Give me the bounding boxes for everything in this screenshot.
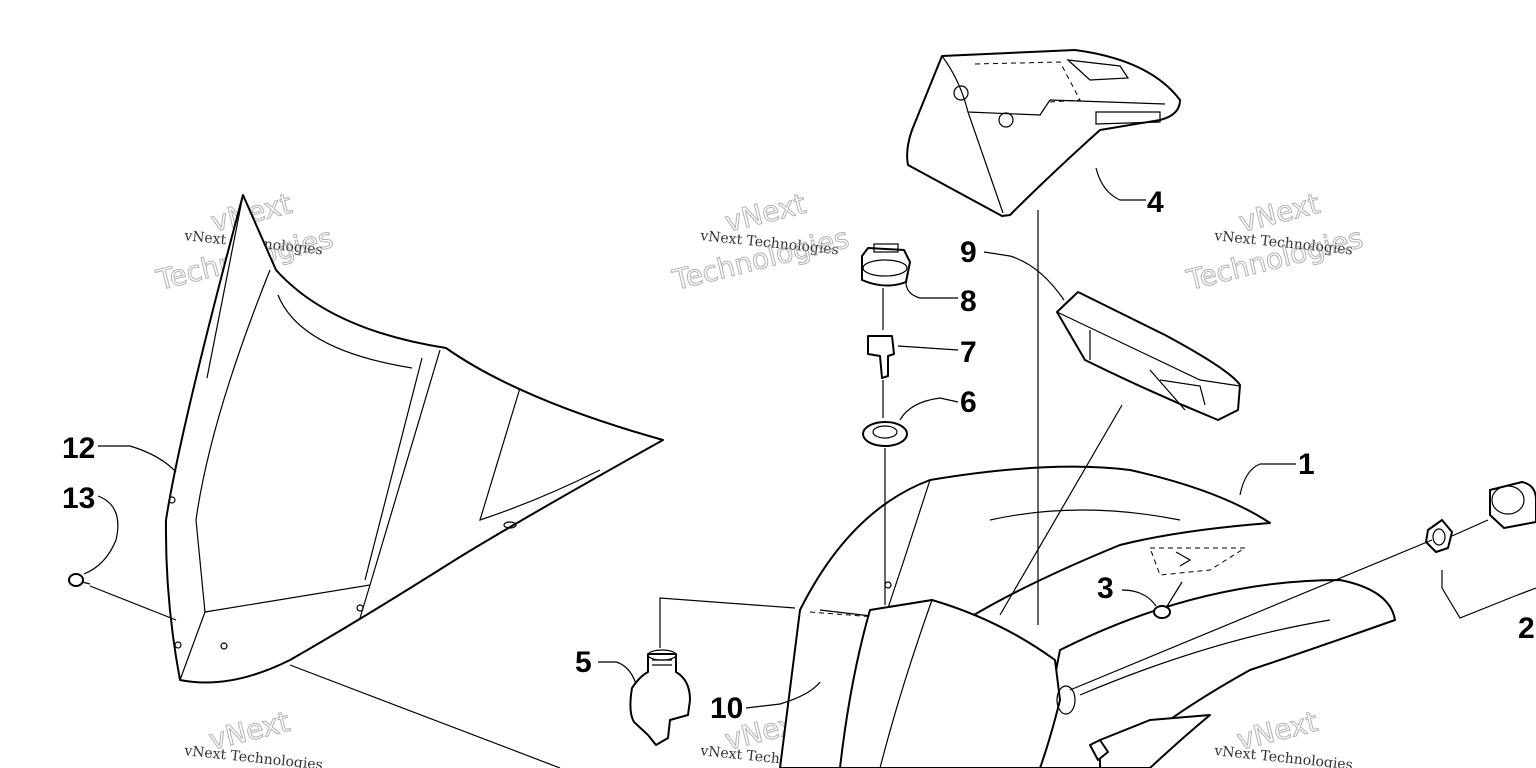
- callout-12: 12: [62, 432, 95, 465]
- windshield-part: [164, 194, 664, 684]
- key-part: [867, 335, 895, 379]
- front-shroud-part: [839, 579, 1396, 768]
- leader-8: [905, 281, 958, 299]
- outlet-nut-line: [1451, 519, 1489, 537]
- fastener-part: [1149, 547, 1247, 619]
- callout-13: 13: [62, 482, 95, 515]
- console-cover-part: [906, 49, 1181, 217]
- watermark-big-bottom: Technologies: [1183, 221, 1366, 297]
- callout-1: 1: [1298, 448, 1315, 481]
- gauge-to-hood-line: [999, 404, 1123, 616]
- callout-10: 10: [710, 692, 743, 725]
- leader-13: [83, 495, 119, 575]
- callout-8: 8: [960, 285, 977, 318]
- watermark-bottom-right: vNext vNext Technologies: [1213, 704, 1354, 768]
- leader-1: [1239, 463, 1296, 496]
- watermark-top-right: vNext vNext Technologies Technologies: [1182, 186, 1366, 297]
- windshield-screw-part: [68, 573, 91, 587]
- leader-7: [897, 345, 959, 351]
- callout-3: 3: [1097, 572, 1114, 605]
- callout-6: 6: [960, 386, 977, 419]
- windshield-to-hood-line: [289, 664, 561, 768]
- callout-4: 4: [1147, 186, 1164, 219]
- watermark-big-bottom: Technologies: [669, 221, 852, 297]
- outlet-to-hood-line: [1069, 539, 1433, 691]
- watermark-bottom-left: vNext vNext Technologies: [183, 704, 324, 768]
- callout-5: 5: [575, 646, 592, 679]
- power-outlet-part: [1425, 481, 1536, 553]
- leader-3: [1121, 589, 1157, 607]
- screw-to-windshield-line: [89, 585, 177, 621]
- switch-part: [629, 649, 691, 746]
- leader-6: [899, 397, 959, 421]
- switch-to-hood-line: [659, 597, 796, 648]
- callout-2: 2: [1518, 612, 1535, 645]
- gauge-module-part: [1056, 291, 1241, 421]
- watermark-top-center: vNext vNext Technologies Technologies: [668, 186, 852, 297]
- outlet-bracket-line: [1441, 570, 1536, 619]
- watermark-small: vNext Technologies: [1213, 743, 1354, 768]
- leader-5: [598, 661, 637, 685]
- callout-9: 9: [960, 236, 977, 269]
- leader-9: [983, 251, 1065, 301]
- leader-10: [745, 681, 821, 709]
- leader-4: [1095, 167, 1146, 201]
- leader-12: [98, 445, 177, 473]
- key-switch-part: [861, 243, 911, 287]
- callout-7: 7: [960, 336, 977, 369]
- switch-nut-part: [862, 421, 908, 447]
